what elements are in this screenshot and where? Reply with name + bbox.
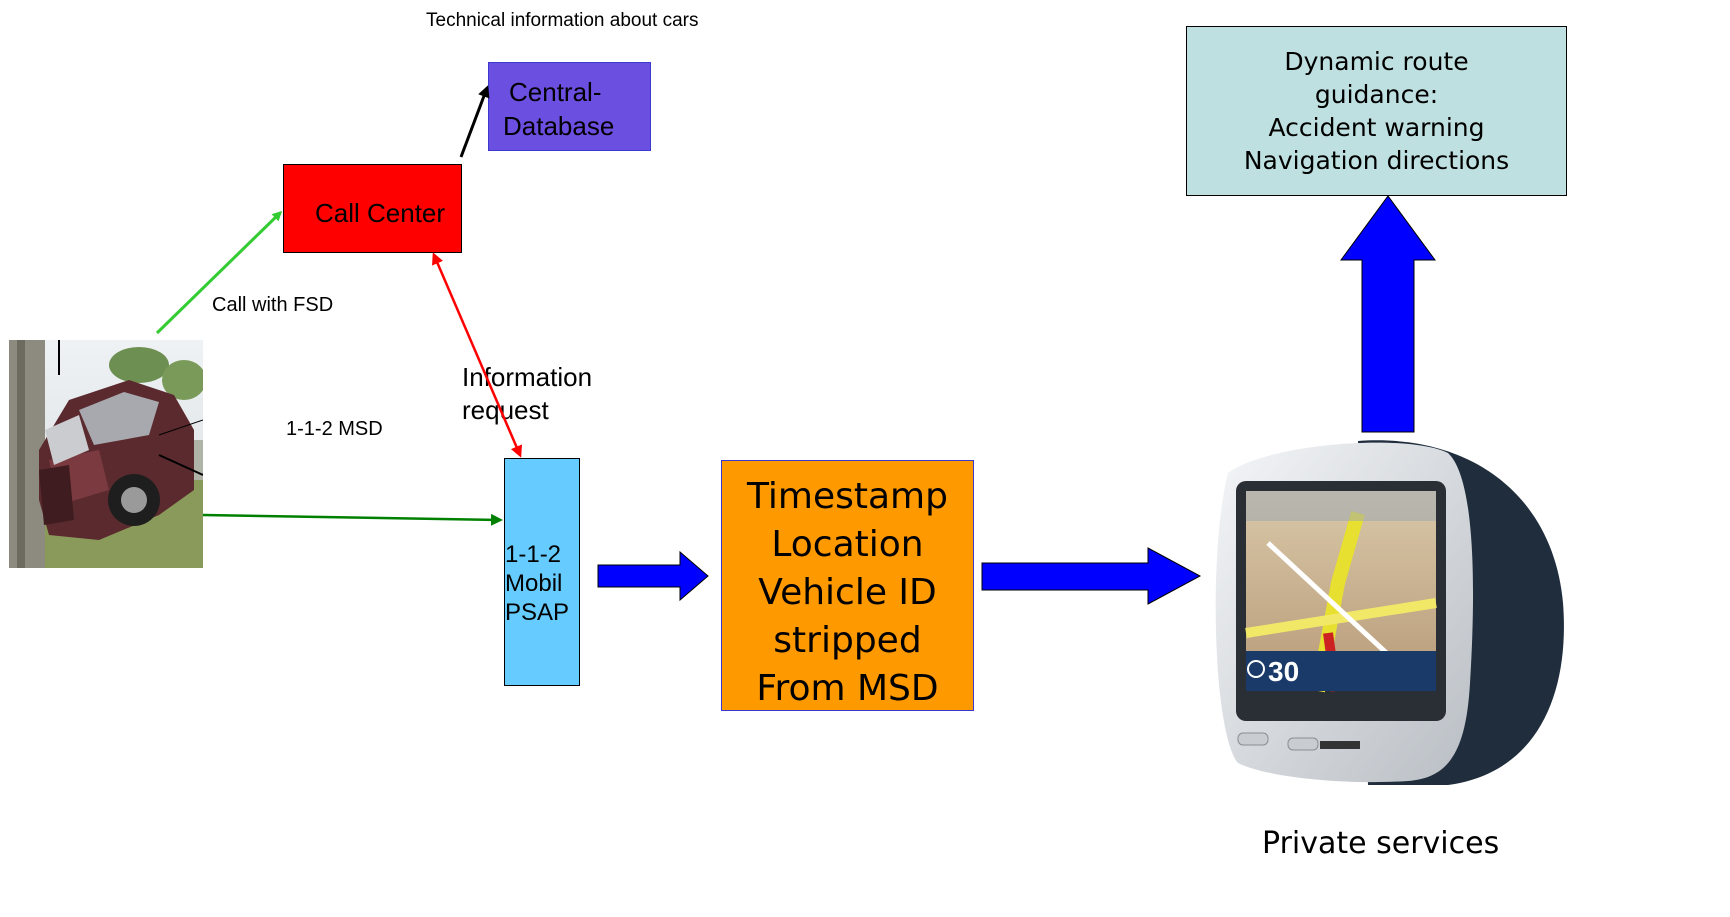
msd-112-label: 1-1-2 MSD (286, 418, 383, 440)
central-database-line-1: Central- (509, 77, 602, 107)
psap-line-1: 1-1-2 (505, 541, 562, 568)
msd-data-line-5: From MSD (756, 668, 939, 709)
msd-data-box: Timestamp Location Vehicle ID stripped F… (721, 460, 974, 711)
svg-text:30: 30 (1268, 656, 1299, 687)
crashed-car-image (9, 340, 203, 568)
information-request-arrow (432, 252, 522, 458)
central-database-box: Central- Database (488, 62, 651, 151)
psap-line-3: PSAP (505, 599, 570, 626)
database-arrow (459, 85, 490, 158)
psap-line-2: Mobil (505, 570, 563, 597)
device-to-guidance-arrow (1340, 195, 1436, 433)
msd-data-line-3: Vehicle ID (758, 572, 937, 613)
msd-data-line-4: stripped (773, 620, 922, 661)
call-with-fsd-label: Call with FSD (212, 294, 334, 316)
route-guidance-box: Dynamic route guidance: Accident warning… (1186, 26, 1567, 196)
psap-to-msd-arrow (597, 550, 709, 602)
call-with-fsd-arrow (155, 210, 283, 335)
route-guidance-line-3: Accident warning (1268, 113, 1485, 142)
central-database-line-2: Database (503, 111, 615, 141)
route-guidance-line-2: guidance: (1314, 80, 1439, 109)
navigation-device-image: 30 (1208, 433, 1570, 788)
msd-to-device-arrow (981, 547, 1202, 605)
msd-data-line-1: Timestamp (747, 476, 948, 517)
technical-info-label: Technical information about cars (426, 10, 699, 31)
route-guidance-line-4: Navigation directions (1243, 146, 1510, 175)
msd-112-arrow (202, 513, 503, 526)
call-center-box: Call Center (283, 164, 462, 253)
psap-box: 1-1-2 Mobil PSAP (504, 458, 580, 686)
private-services-label: Private services (1262, 826, 1500, 861)
call-center-label: Call Center (315, 198, 446, 228)
msd-data-line-2: Location (771, 524, 924, 565)
route-guidance-line-1: Dynamic route (1284, 47, 1469, 76)
